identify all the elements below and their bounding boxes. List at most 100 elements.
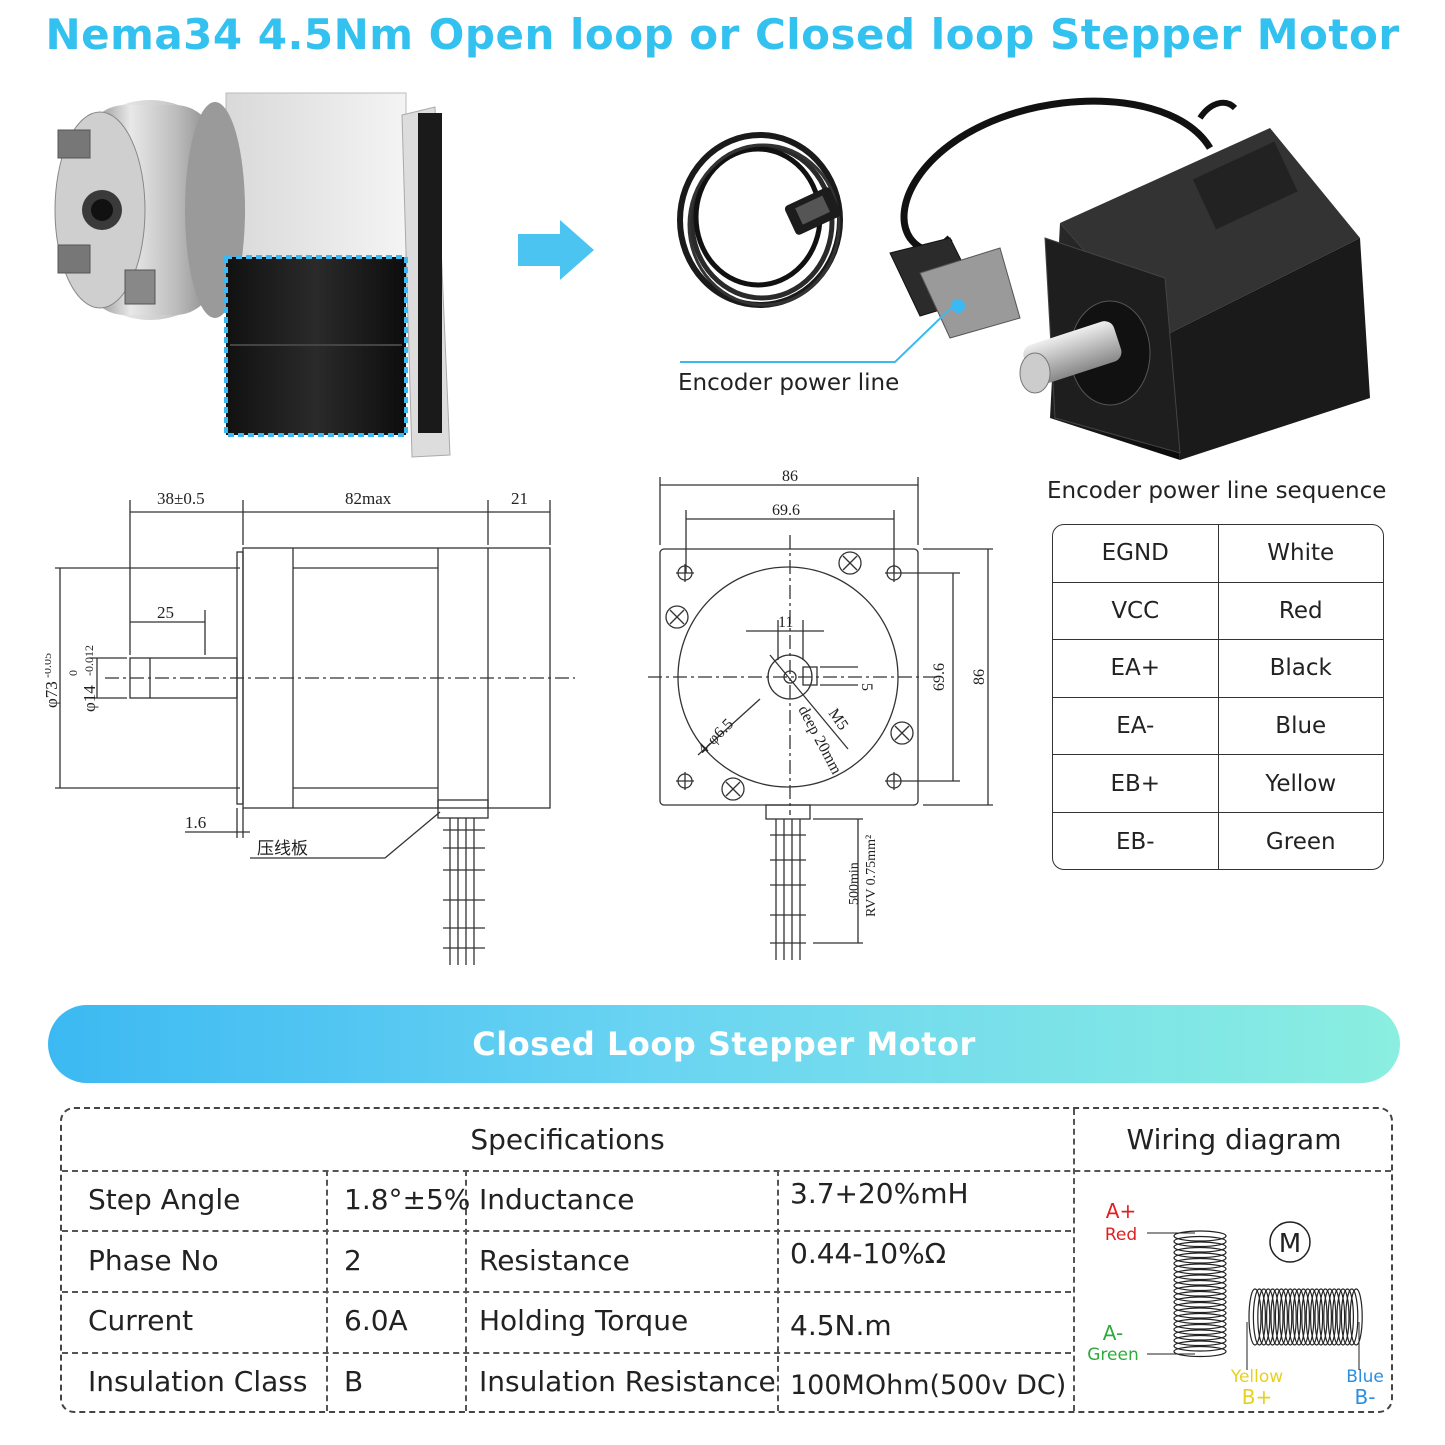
coil-a-winding xyxy=(1173,1257,1227,1270)
coil-a-winding xyxy=(1173,1235,1227,1248)
spec-key: Holding Torque xyxy=(479,1304,689,1337)
front-dim-86-top: 86 xyxy=(782,468,798,485)
coil-a-winding xyxy=(1173,1345,1227,1358)
wire-color-cell: White xyxy=(1267,540,1335,567)
coil-a-winding xyxy=(1173,1334,1227,1347)
spec-value: 2 xyxy=(344,1244,362,1277)
dim-phi14-label: φ14 xyxy=(80,685,99,712)
banner-title: Closed Loop Stepper Motor xyxy=(472,1025,976,1063)
b-plus-color: Yellow xyxy=(1230,1367,1283,1387)
coil-b-winding xyxy=(1349,1288,1363,1346)
closed-loop-motor-photo xyxy=(889,97,1370,460)
wire-color-cell: Red xyxy=(1278,597,1323,624)
coil-b-winding xyxy=(1340,1288,1354,1346)
coil-a-winding xyxy=(1173,1290,1227,1303)
section-banner: Closed Loop Stepper Motor xyxy=(48,1005,1400,1083)
wire-color-cell: Blue xyxy=(1275,713,1327,740)
coil-b-winding xyxy=(1266,1288,1280,1346)
coil-b-winding xyxy=(1288,1288,1302,1346)
spec-key: Phase No xyxy=(88,1244,219,1277)
table-row: EA+ Black xyxy=(1053,640,1383,698)
coil-b-winding xyxy=(1301,1288,1315,1346)
coil-a-winding xyxy=(1173,1279,1227,1292)
tol-14-top: 0 xyxy=(66,670,80,676)
coil-a-winding xyxy=(1173,1246,1227,1259)
coil-a-winding xyxy=(1173,1318,1227,1330)
coil-b-winding xyxy=(1257,1288,1271,1346)
rotary-axis-photo xyxy=(54,92,451,458)
sequence-title: Encoder power line sequence xyxy=(1047,478,1387,504)
signal-cell: VCC xyxy=(1053,582,1219,640)
signal-cell: EB- xyxy=(1053,812,1219,869)
coil-b-winding xyxy=(1336,1288,1350,1346)
b-plus-label: B+ xyxy=(1242,1385,1272,1409)
coil-b-winding xyxy=(1261,1288,1275,1346)
coil-b-winding xyxy=(1345,1288,1359,1346)
coil-b-winding xyxy=(1310,1288,1324,1346)
a-plus-color: Red xyxy=(1105,1225,1137,1245)
tol-14-bot: -0.012 xyxy=(82,645,96,676)
dim-1-6-label: 1.6 xyxy=(185,813,206,832)
signal-cell: EB+ xyxy=(1053,755,1219,812)
coil-a-winding xyxy=(1173,1241,1227,1253)
a-minus-label: A- xyxy=(1103,1321,1123,1345)
specifications-header: Specifications xyxy=(470,1123,665,1156)
signal-cell: EA- xyxy=(1053,697,1219,755)
spec-value: 3.7+20%mH xyxy=(790,1177,969,1210)
coil-a-winding xyxy=(1173,1252,1227,1264)
table-row: EB-Green xyxy=(1053,812,1383,869)
coil-b-winding xyxy=(1274,1288,1288,1346)
coil-a-winding xyxy=(1173,1268,1227,1281)
coil-b-winding xyxy=(1327,1288,1341,1346)
b-minus-label: B- xyxy=(1355,1385,1376,1409)
coil-b-winding xyxy=(1318,1288,1332,1346)
coil-a-winding xyxy=(1173,1230,1227,1242)
coil-a-winding xyxy=(1173,1307,1227,1319)
coil-b-winding xyxy=(1279,1288,1293,1346)
dim-25-label: 25 xyxy=(157,603,174,622)
cable-length-label: 500min xyxy=(847,862,862,905)
dim-82-label: 82max xyxy=(345,489,392,508)
plate-label: 压线板 xyxy=(257,839,308,859)
hole-label: 4-φ6.5 xyxy=(695,716,737,758)
coil-b-winding xyxy=(1252,1288,1266,1346)
front-dim-69-6-top: 69.6 xyxy=(772,502,800,519)
front-view-drawing: 86 69.6 11 5 69.6 86 4-φ6.5 M5 deep 20mm… xyxy=(648,468,993,960)
spec-key: Insulation Class xyxy=(88,1365,308,1398)
spec-key: Resistance xyxy=(479,1244,630,1277)
dim-21-label: 21 xyxy=(511,489,528,508)
wire-color-cell: Black xyxy=(1269,655,1332,682)
coil-b-winding xyxy=(1292,1288,1306,1346)
front-dim-69-6-side: 69.6 xyxy=(931,663,948,691)
signal-cell: EA+ xyxy=(1053,640,1219,697)
coil-a-winding xyxy=(1173,1263,1227,1275)
spec-value: 100MOhm(500v DC) xyxy=(790,1370,1067,1401)
wiring-diagram-header: Wiring diagram xyxy=(1126,1123,1342,1156)
wiring-diagram: M A+ Red A- Green Yellow B+ Blue B- xyxy=(1087,1199,1384,1409)
coil-a-winding xyxy=(1173,1274,1227,1286)
table-row: EB+Yellow xyxy=(1053,755,1383,813)
dim-phi73-label: φ73 xyxy=(45,681,61,708)
coil-a-winding xyxy=(1173,1329,1227,1341)
page-title: Nema34 4.5Nm Open loop or Closed loop St… xyxy=(45,10,1400,59)
coil-b-winding xyxy=(1305,1288,1319,1346)
b-minus-color: Blue xyxy=(1346,1367,1384,1387)
spec-value: B xyxy=(344,1365,364,1398)
side-view-drawing: 38±0.5 82max 21 25 φ73 0 -0.05 φ14 0 -0.… xyxy=(45,489,575,965)
spec-key: Inductance xyxy=(479,1183,635,1216)
specifications-table: Specifications Wiring diagram Step Angle… xyxy=(60,1107,1393,1413)
motor-symbol: M xyxy=(1279,1229,1301,1259)
thread-label: M5 xyxy=(825,706,852,734)
encoder-pointer-line xyxy=(680,303,956,363)
spec-value: 6.0A xyxy=(344,1304,408,1337)
coil-b-winding xyxy=(1314,1288,1328,1346)
a-plus-label: A+ xyxy=(1106,1199,1136,1223)
front-dim-5: 5 xyxy=(858,683,875,691)
coil-a-winding xyxy=(1173,1301,1227,1314)
spec-key: Current xyxy=(88,1304,194,1337)
cable-spec-label: RVV 0.75mm² xyxy=(864,835,879,917)
table-row: EA- Blue xyxy=(1053,697,1383,756)
coil-b-winding xyxy=(1270,1288,1284,1346)
spec-value: 0.44-10%Ω xyxy=(790,1237,947,1270)
